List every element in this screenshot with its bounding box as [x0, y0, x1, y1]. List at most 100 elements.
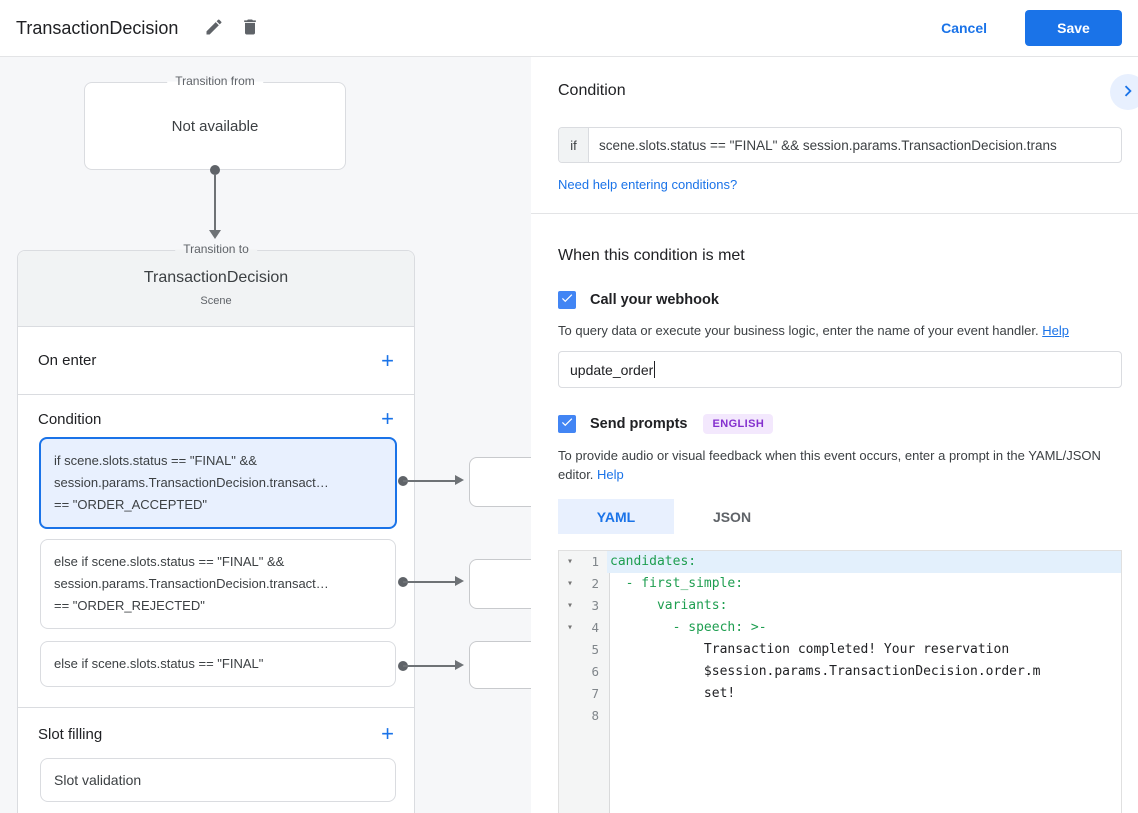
tab-json[interactable]: JSON [712, 508, 752, 525]
line-number: 2 [591, 576, 599, 591]
checkmark-icon [560, 291, 574, 310]
edit-scene-button[interactable] [196, 10, 232, 46]
call-webhook-checkbox[interactable] [558, 291, 576, 309]
line-number: 8 [591, 708, 599, 723]
condition-met-heading: When this condition is met [558, 247, 745, 264]
send-prompts-checkbox[interactable] [558, 415, 576, 433]
line-number: 6 [591, 664, 599, 679]
slot-filling-section-header: Slot filling + [18, 723, 414, 745]
on-enter-section: On enter + [18, 327, 414, 395]
code-text: - speech: >- [610, 620, 767, 635]
prompts-help-link[interactable]: Help [597, 467, 624, 482]
trash-icon [240, 17, 260, 40]
checkmark-icon [560, 415, 574, 434]
tab-yaml[interactable]: YAML [558, 499, 674, 534]
call-webhook-label[interactable]: Call your webhook [590, 292, 719, 308]
if-prefix-label: if [559, 128, 589, 162]
arrow-down-icon [209, 230, 221, 239]
editor-line: 5 Transaction completed! Your reservatio… [559, 639, 1121, 661]
chevron-right-icon [1117, 80, 1138, 105]
collapse-panel-button[interactable] [1110, 74, 1138, 110]
editor-line: ▾ 3 variants: [559, 595, 1121, 617]
transition-target-node[interactable] [469, 559, 531, 609]
condition-text-line: if scene.slots.status == "FINAL" && [54, 453, 257, 468]
condition-text-line: session.params.TransactionDecision.trans… [54, 475, 329, 490]
save-button[interactable]: Save [1025, 10, 1122, 46]
gutter-cell [559, 683, 581, 705]
condition-section: Condition + if scene.slots.status == "FI… [18, 395, 414, 708]
gutter-cell [559, 661, 581, 683]
fold-arrow-icon[interactable]: ▾ [566, 556, 574, 567]
transition-target-node[interactable] [469, 457, 531, 507]
condition-editor-panel: Condition if scene.slots.status == "FINA… [531, 57, 1138, 813]
condition-expression-input[interactable]: scene.slots.status == "FINAL" && session… [599, 137, 1057, 153]
connector-line [403, 665, 455, 667]
cancel-button[interactable]: Cancel [941, 20, 987, 36]
fold-arrow-icon[interactable]: ▾ [566, 600, 574, 611]
webhook-helper-text: To query data or execute your business l… [558, 321, 1120, 340]
slot-filling-section: Slot filling + Slot validation [18, 708, 414, 802]
webhook-helper-sentence: To query data or execute your business l… [558, 323, 1039, 338]
connector-dot [210, 165, 220, 175]
delete-scene-button[interactable] [232, 10, 268, 46]
send-prompts-label[interactable]: Send prompts [590, 416, 688, 432]
line-number: 7 [591, 686, 599, 701]
transition-target-node[interactable] [469, 641, 531, 689]
event-handler-name-value: update_order [570, 361, 654, 378]
on-enter-label: On enter [38, 352, 97, 369]
line-number: 5 [591, 642, 599, 657]
webhook-help-link[interactable]: Help [1042, 323, 1069, 338]
condition-section-label: Condition [38, 410, 102, 428]
prompts-helper-text: To provide audio or visual feedback when… [558, 446, 1120, 484]
condition-text-line: else if scene.slots.status == "FINAL" [54, 656, 264, 671]
scene-diagram-canvas: Transition from Not available Transition… [0, 57, 531, 813]
scene-type-label: Scene [200, 295, 232, 307]
fold-arrow-icon[interactable]: ▾ [566, 578, 574, 589]
transition-from-node: Transition from Not available [84, 74, 346, 170]
code-text: candidates: [607, 551, 1121, 573]
editor-line: 6 $session.params.TransactionDecision.or… [559, 661, 1121, 683]
arrow-right-icon [455, 660, 464, 670]
transition-to-legend: Transition to [175, 242, 257, 256]
panel-heading: Condition [558, 82, 626, 99]
app-header: TransactionDecision Cancel Save [0, 0, 1138, 57]
condition-item-final[interactable]: else if scene.slots.status == "FINAL" [40, 641, 396, 687]
editor-format-tabs: YAML JSON [558, 499, 1122, 534]
conditions-help-link[interactable]: Need help entering conditions? [558, 177, 738, 192]
plus-icon: + [381, 347, 394, 373]
editor-line: ▾ 4 - speech: >- [559, 617, 1121, 639]
editor-line: 8 [559, 705, 1121, 727]
plus-icon: + [381, 721, 394, 746]
gutter-cell [559, 639, 581, 661]
editor-line: ▾ 1 candidates: [559, 551, 1121, 573]
arrow-right-icon [455, 475, 464, 485]
slot-validation-label: Slot validation [54, 772, 142, 788]
add-on-enter-button[interactable]: + [381, 349, 394, 371]
line-number: 4 [591, 620, 599, 635]
editor-line: ▾ 2 - first_simple: [559, 573, 1121, 595]
editor-line: 7 set! [559, 683, 1121, 705]
line-number: 1 [591, 554, 599, 569]
transition-from-legend: Transition from [167, 74, 263, 88]
page-title: TransactionDecision [16, 17, 179, 38]
yaml-prompt-editor[interactable]: ▾ 1 candidates: ▾ 2 - first_simple: ▾ 3 … [558, 550, 1122, 813]
code-text: Transaction completed! Your reservation [610, 642, 1010, 657]
condition-text-line: session.params.TransactionDecision.trans… [54, 576, 329, 591]
slot-filling-label: Slot filling [38, 725, 103, 743]
gutter-cell [559, 705, 581, 727]
condition-item-order-accepted[interactable]: if scene.slots.status == "FINAL" && sess… [39, 437, 397, 529]
condition-section-header: Condition + [18, 408, 414, 430]
scene-name: TransactionDecision [143, 269, 289, 286]
condition-item-order-rejected[interactable]: else if scene.slots.status == "FINAL" &&… [40, 539, 396, 629]
main-content: Transition from Not available Transition… [0, 57, 1138, 813]
prompts-helper-sentence: To provide audio or visual feedback when… [558, 448, 1101, 482]
slot-validation-item[interactable]: Slot validation [40, 758, 396, 802]
code-text: - first_simple: [610, 576, 744, 591]
code-text: $session.params.TransactionDecision.orde… [610, 664, 1041, 679]
add-condition-button[interactable]: + [381, 408, 394, 430]
add-slot-button[interactable]: + [381, 723, 394, 745]
connector-line [214, 174, 216, 231]
fold-arrow-icon[interactable]: ▾ [566, 622, 574, 633]
event-handler-name-input[interactable]: update_order [558, 351, 1122, 388]
pencil-icon [204, 17, 224, 40]
